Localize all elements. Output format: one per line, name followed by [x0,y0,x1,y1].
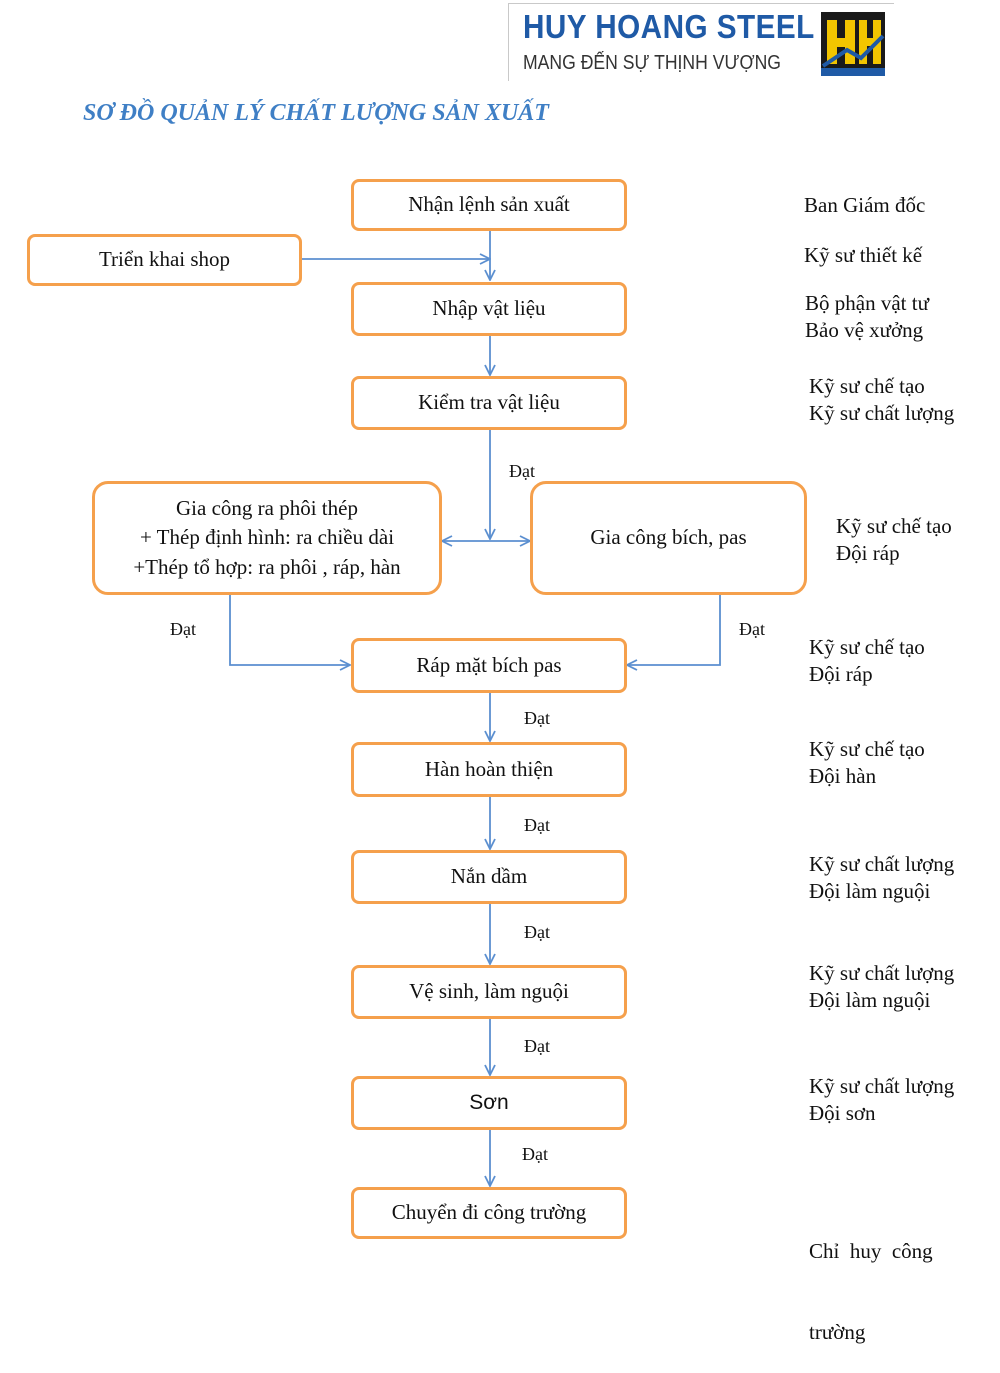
responsible-line: Kỹ sư chất lượng [809,852,955,876]
responsible-complete-welding: Kỹ sư chế tạo Đội hàn [809,736,925,790]
pass-label-inspect: Đạt [509,461,535,481]
document-title: SƠ ĐỒ QUẢN LÝ CHẤT LƯỢNG SẢN XUẤT [83,100,549,126]
step-paint: Sơn [351,1076,627,1130]
step-straighten-beam-label: Nắn dầm [450,864,528,889]
company-slogan: MANG ĐẾN SỰ THỊNH VƯỢNG [523,52,782,74]
responsible-receive-order: Ban Giám đốc [804,192,925,219]
arrow-flange-to-assemble [627,593,721,665]
step-receive-order: Nhận lệnh sản xuất [351,179,627,231]
responsible-inspect-material: Kỹ sư chế tạo Kỹ sư chất lượng [809,373,954,427]
step-inspect-material: Kiểm tra vật liệu [351,376,627,430]
step-fabricate-blank-line1: Gia công ra phôi thép [176,495,358,520]
responsible-line: Đội ráp [836,541,900,565]
responsible-line: Kỹ sư chất lượng [809,961,955,985]
responsible-line: Kỹ sư thiết kế [804,243,923,267]
pass-label-weld: Đạt [524,815,550,835]
step-complete-welding-label: Hàn hoàn thiện [424,756,554,781]
responsible-line: Bộ phận vật tư [805,291,929,315]
responsible-line: Kỹ sư chất lượng [809,1074,955,1098]
responsible-line: Đội làm nguội [809,879,931,903]
company-name: HUY HOANG STEEL [523,8,815,45]
step-shop-drawing-label: Triển khai shop [98,247,231,272]
step-fabricate-blank-line3: +Thép tổ hợp: ra phôi , ráp, hàn [133,554,401,579]
step-assemble-flange: Ráp mặt bích pas [351,638,627,693]
responsible-fabricate: Kỹ sư chế tạo Đội ráp [836,513,952,567]
step-clean-finish: Vệ sinh, làm nguội [351,965,627,1019]
step-import-material-label: Nhập vật liệu [432,296,546,321]
step-ship-to-site-label: Chuyển đi công trường [391,1200,587,1225]
pass-label-straighten: Đạt [524,922,550,942]
responsible-ship-to-site: Chỉ huy công trường [809,1184,933,1373]
step-paint-label: Sơn [469,1091,509,1115]
step-fabricate-flange: Gia công bích, pas [530,481,807,595]
step-receive-order-label: Nhận lệnh sản xuất [408,192,570,217]
responsible-clean-finish: Kỹ sư chất lượng Đội làm nguội [809,960,954,1014]
step-complete-welding: Hàn hoàn thiện [351,742,627,797]
responsible-straighten-beam: Kỹ sư chất lượng Đội làm nguội [809,851,954,905]
pass-label-flange: Đạt [739,619,765,639]
step-inspect-material-label: Kiểm tra vật liệu [418,390,560,415]
responsible-assemble-flange: Kỹ sư chế tạo Đội ráp [809,634,925,688]
responsible-line: Đội sơn [809,1101,876,1125]
pass-label-clean: Đạt [524,1036,550,1056]
responsible-line: Kỹ sư chế tạo [809,374,925,398]
responsible-paint: Kỹ sư chất lượng Đội sơn [809,1073,954,1127]
responsible-line: Kỹ sư chế tạo [836,514,952,538]
responsible-line: Đội ráp [809,662,873,686]
flow-connectors [229,229,721,1296]
step-fabricate-blank: Gia công ra phôi thép + Thép định hình: … [92,481,442,595]
responsible-line: trường [809,1320,866,1344]
step-clean-finish-label: Vệ sinh, làm nguội [409,979,569,1004]
arrow-blank-to-assemble [229,593,350,665]
step-straighten-beam: Nắn dầm [351,850,627,904]
company-logo: HUY HOANG STEEL MANG ĐẾN SỰ THỊNH VƯỢNG [508,3,894,81]
responsible-line: Chỉ huy công [809,1239,933,1263]
step-fabricate-blank-line2: + Thép định hình: ra chiều dài [139,525,395,550]
responsible-line: Ban Giám đốc [804,193,926,217]
step-assemble-flange-label: Ráp mặt bích pas [416,652,562,677]
company-logo-mark-icon [821,12,885,76]
step-shop-drawing: Triển khai shop [27,234,302,286]
responsible-line: Bảo vệ xưởng [805,318,924,342]
responsible-line: Đội làm nguội [809,988,931,1012]
responsible-line: Đội hàn [809,764,877,788]
pass-label-paint: Đạt [522,1144,548,1164]
step-import-material: Nhập vật liệu [351,282,627,336]
pass-label-blank: Đạt [170,619,196,639]
responsible-shop-drawing: Kỹ sư thiết kế [804,242,922,269]
pass-label-assemble: Đạt [524,708,550,728]
responsible-import-material: Bộ phận vật tư Bảo vệ xưởng [805,290,929,344]
responsible-line: Kỹ sư chất lượng [809,401,955,425]
responsible-line: Kỹ sư chế tạo [809,635,925,659]
responsible-line: Kỹ sư chế tạo [809,737,925,761]
step-ship-to-site: Chuyển đi công trường [351,1187,627,1239]
step-fabricate-flange-label: Gia công bích, pas [590,525,747,550]
